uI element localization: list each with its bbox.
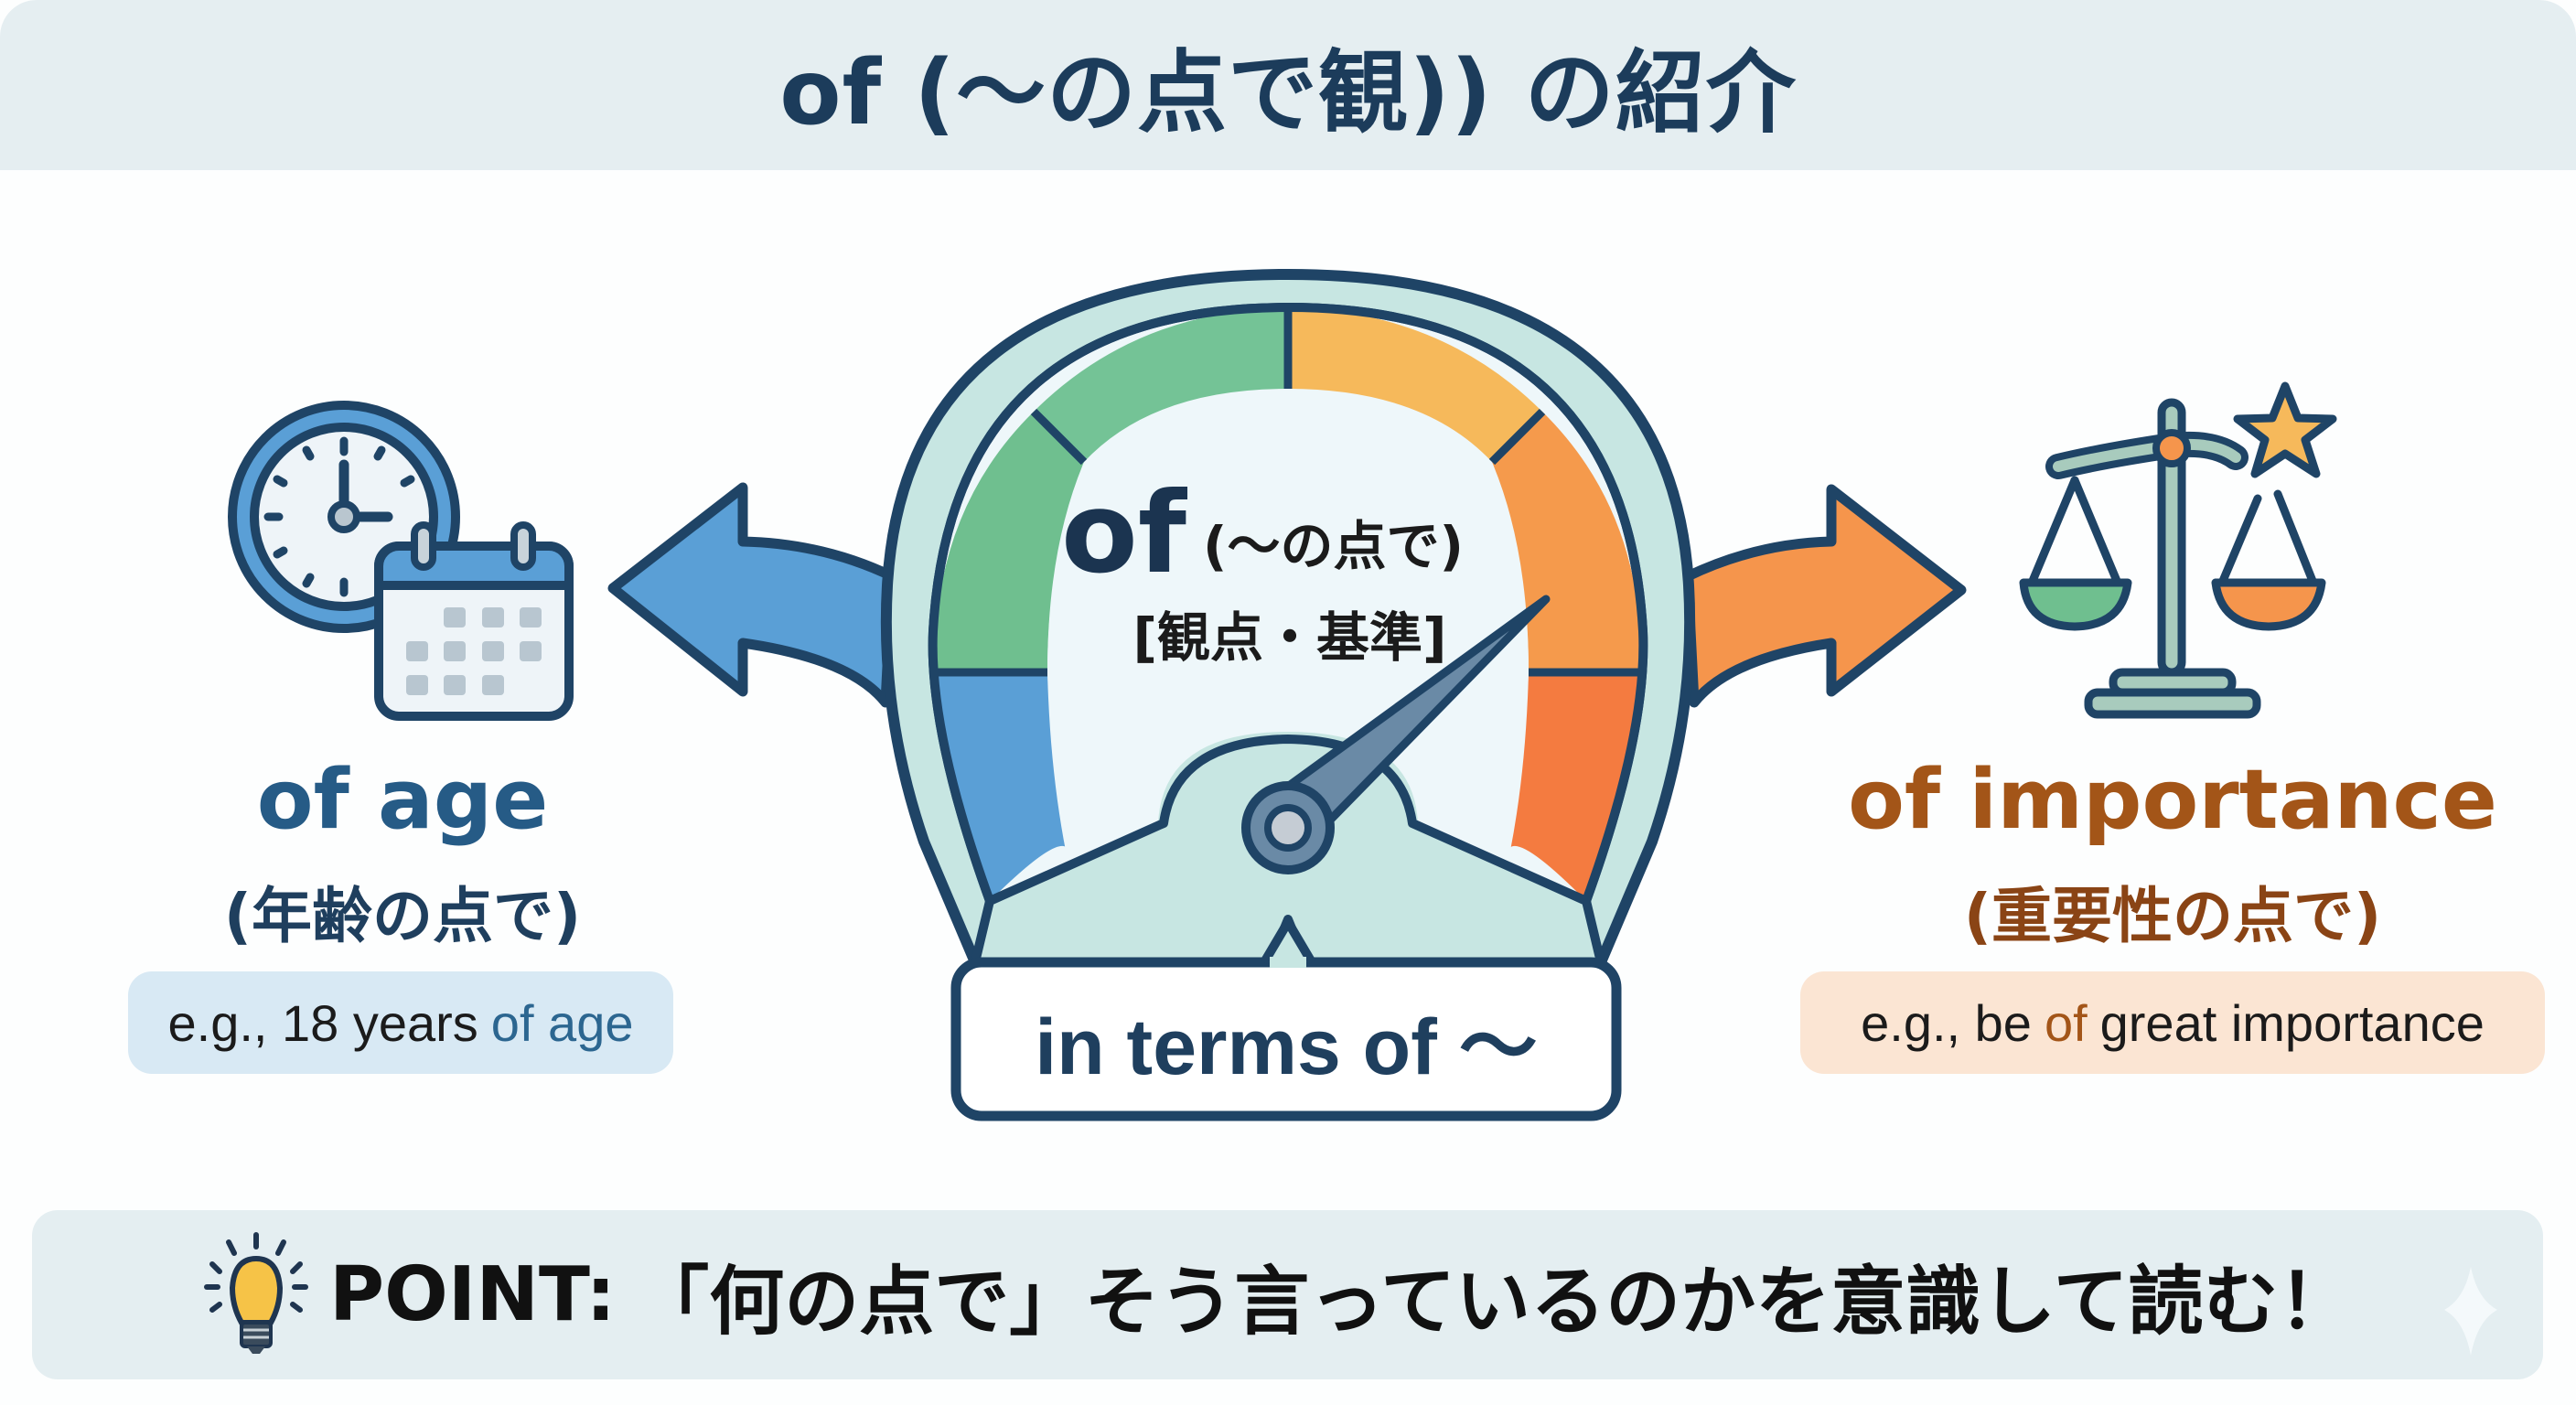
point-message: POINT: 「何の点で」そう言っているのかを意識して読む！ [329, 1210, 2354, 1379]
calendar-icon [374, 521, 574, 721]
right-example-pill: e.g., be of great importance [1800, 971, 2545, 1074]
left-example-highlight: of age [490, 993, 634, 1052]
arrow-left-icon [607, 482, 897, 708]
arrow-right-icon [1682, 484, 1967, 708]
right-example-prefix: e.g., be [1861, 993, 2032, 1052]
right-meaning: (重要性の点で) [1963, 881, 2382, 951]
center-main-word: of [1061, 468, 1186, 598]
star-icon [2233, 381, 2337, 478]
header-band [0, 0, 2576, 170]
right-example-highlight: of [2044, 993, 2088, 1052]
page-title: of (〜の点で観)) の紹介 [779, 41, 1797, 145]
clock-calendar-icon [228, 401, 574, 721]
left-meaning: (年齢の点で) [223, 881, 582, 951]
gauge-meter-icon [880, 269, 1696, 968]
balance-scale-star-icon [2019, 381, 2337, 719]
left-example-prefix: e.g., 18 years [167, 993, 478, 1052]
point-text: 「何の点で」そう言っているのかを意識して読む！ [634, 1259, 2354, 1346]
left-example-pill: e.g., 18 years of age [128, 971, 673, 1074]
point-bar [32, 1210, 2543, 1379]
center-main-meaning: (〜の点で) [1203, 515, 1465, 577]
point-label: POINT: [329, 1251, 617, 1338]
right-term: of importance [1848, 752, 2497, 848]
clock-icon [228, 401, 460, 633]
left-term: of age [256, 752, 549, 848]
center-concept: [観点・基準] [1132, 606, 1447, 669]
paraphrase-label: in terms of 〜 [1035, 1003, 1538, 1091]
right-example-suffix: great importance [2099, 993, 2485, 1052]
